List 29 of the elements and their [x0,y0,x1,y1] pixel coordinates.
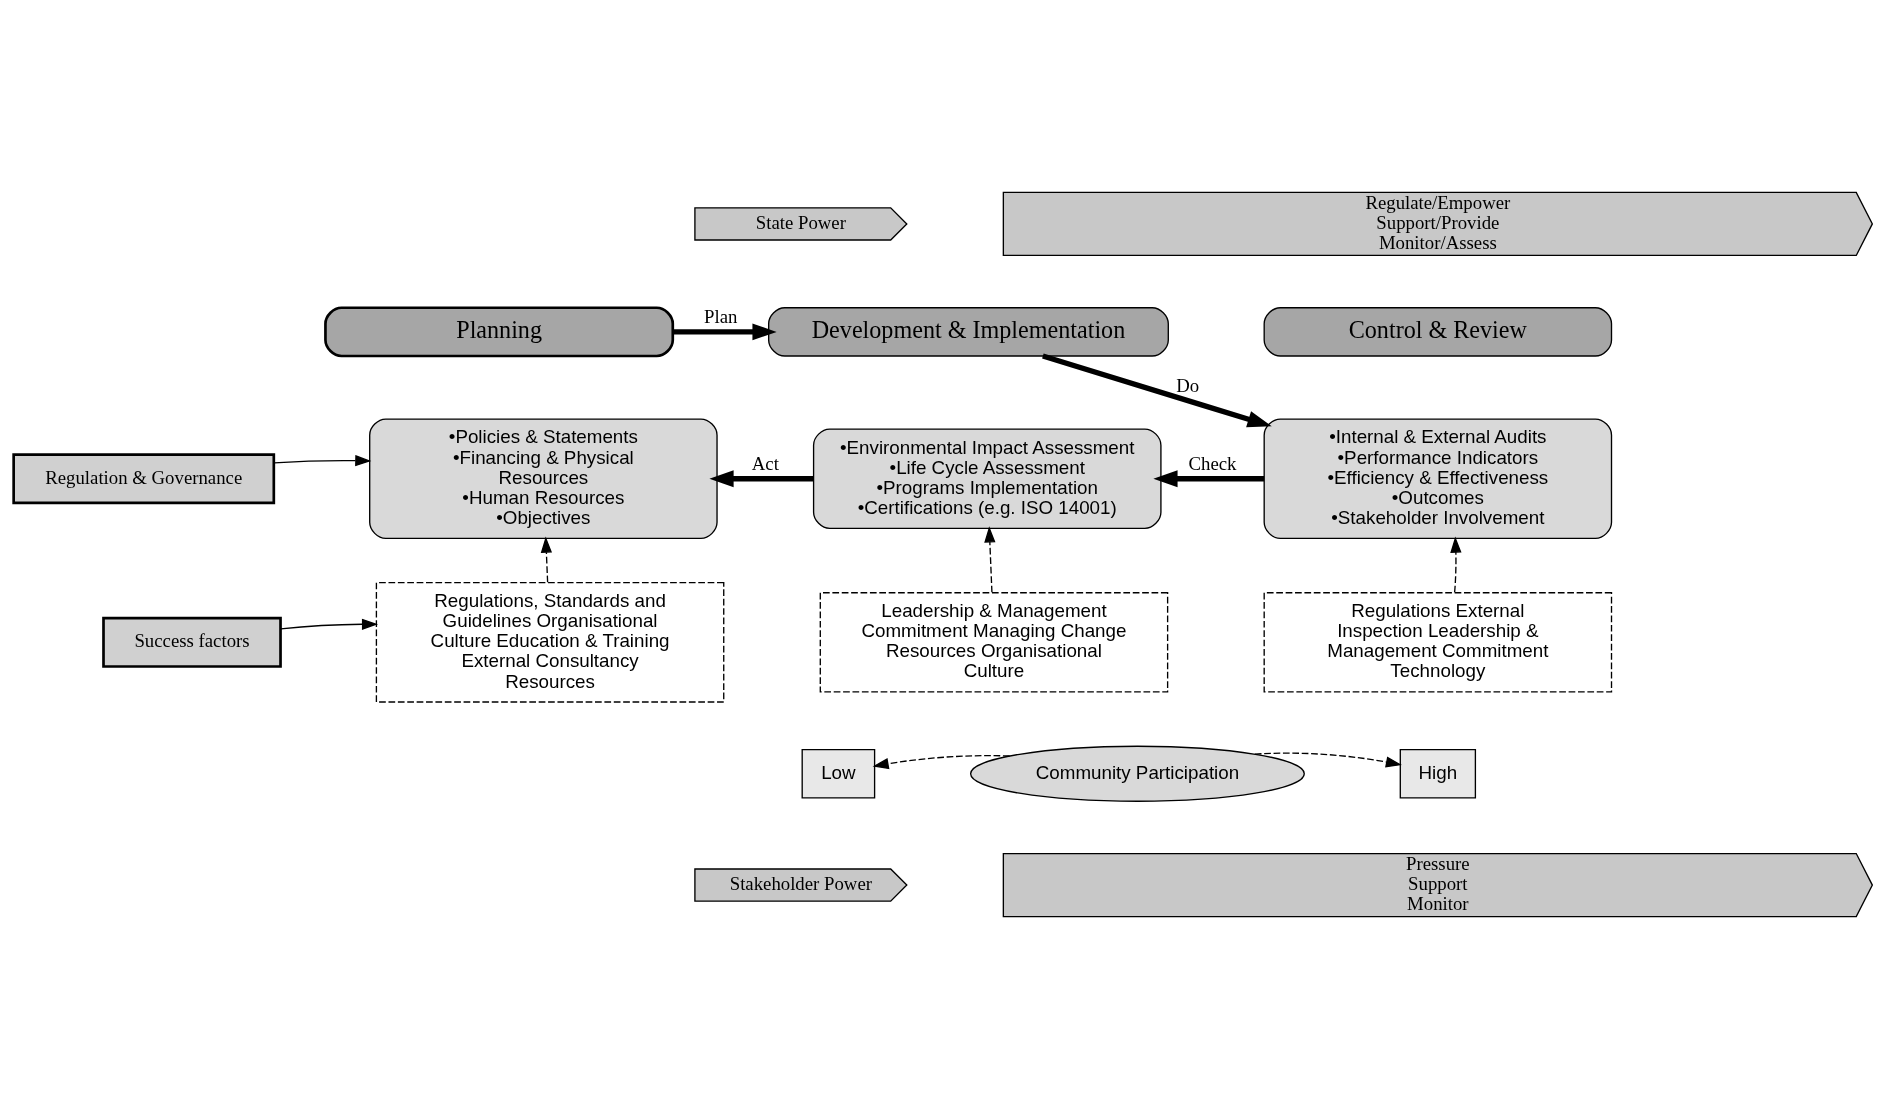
node-box: Regulations External Inspection Leadership & Management Commitment Technology [1263,591,1613,693]
node-box: High [1399,748,1477,799]
edge-label: Do [1176,374,1200,396]
arrow [280,618,379,630]
node-box: Regulation & Governance [12,452,276,504]
arrow [1254,751,1402,768]
arrow [984,525,996,593]
arrow [273,454,372,466]
node-box: Development & Implementation [768,306,1169,357]
node-box: Planning [324,305,675,357]
node-box: Control & Review [1263,306,1613,357]
node-box: Low [801,748,876,799]
arrow [673,322,777,340]
edge-label: Plan [704,305,738,327]
node-box: Regulations, Standards and Guidelines Organisational Culture Education & Training External Consultancy Resources [375,581,725,703]
edge-label: Act [751,452,779,474]
arrow [1450,536,1462,593]
arrow [1153,469,1265,487]
arrow [872,754,1011,769]
node-box: •Internal & External Audits •Performance Indicators •Efficiency & Effectiveness •Outcomes •Stakeholder Involvement [1263,417,1613,539]
arrow [540,536,553,583]
edge-label: Check [1188,452,1237,474]
arrow [709,469,814,487]
node-box: Success factors [102,616,282,668]
node-box: Leadership & Management Commitment Managing Change Resources Organisational Culture [819,591,1169,693]
arrow [1042,353,1272,427]
node-ellipse: Community Participation [969,745,1305,802]
node-box: •Policies & Statements •Financing & Physical Resources •Human Resources •Objectives [369,417,718,539]
node-box: •Environmental Impact Assessment •Life Cycle Assessment •Programs Implementation •Certifications (e.g. ISO 14001) [812,427,1162,529]
